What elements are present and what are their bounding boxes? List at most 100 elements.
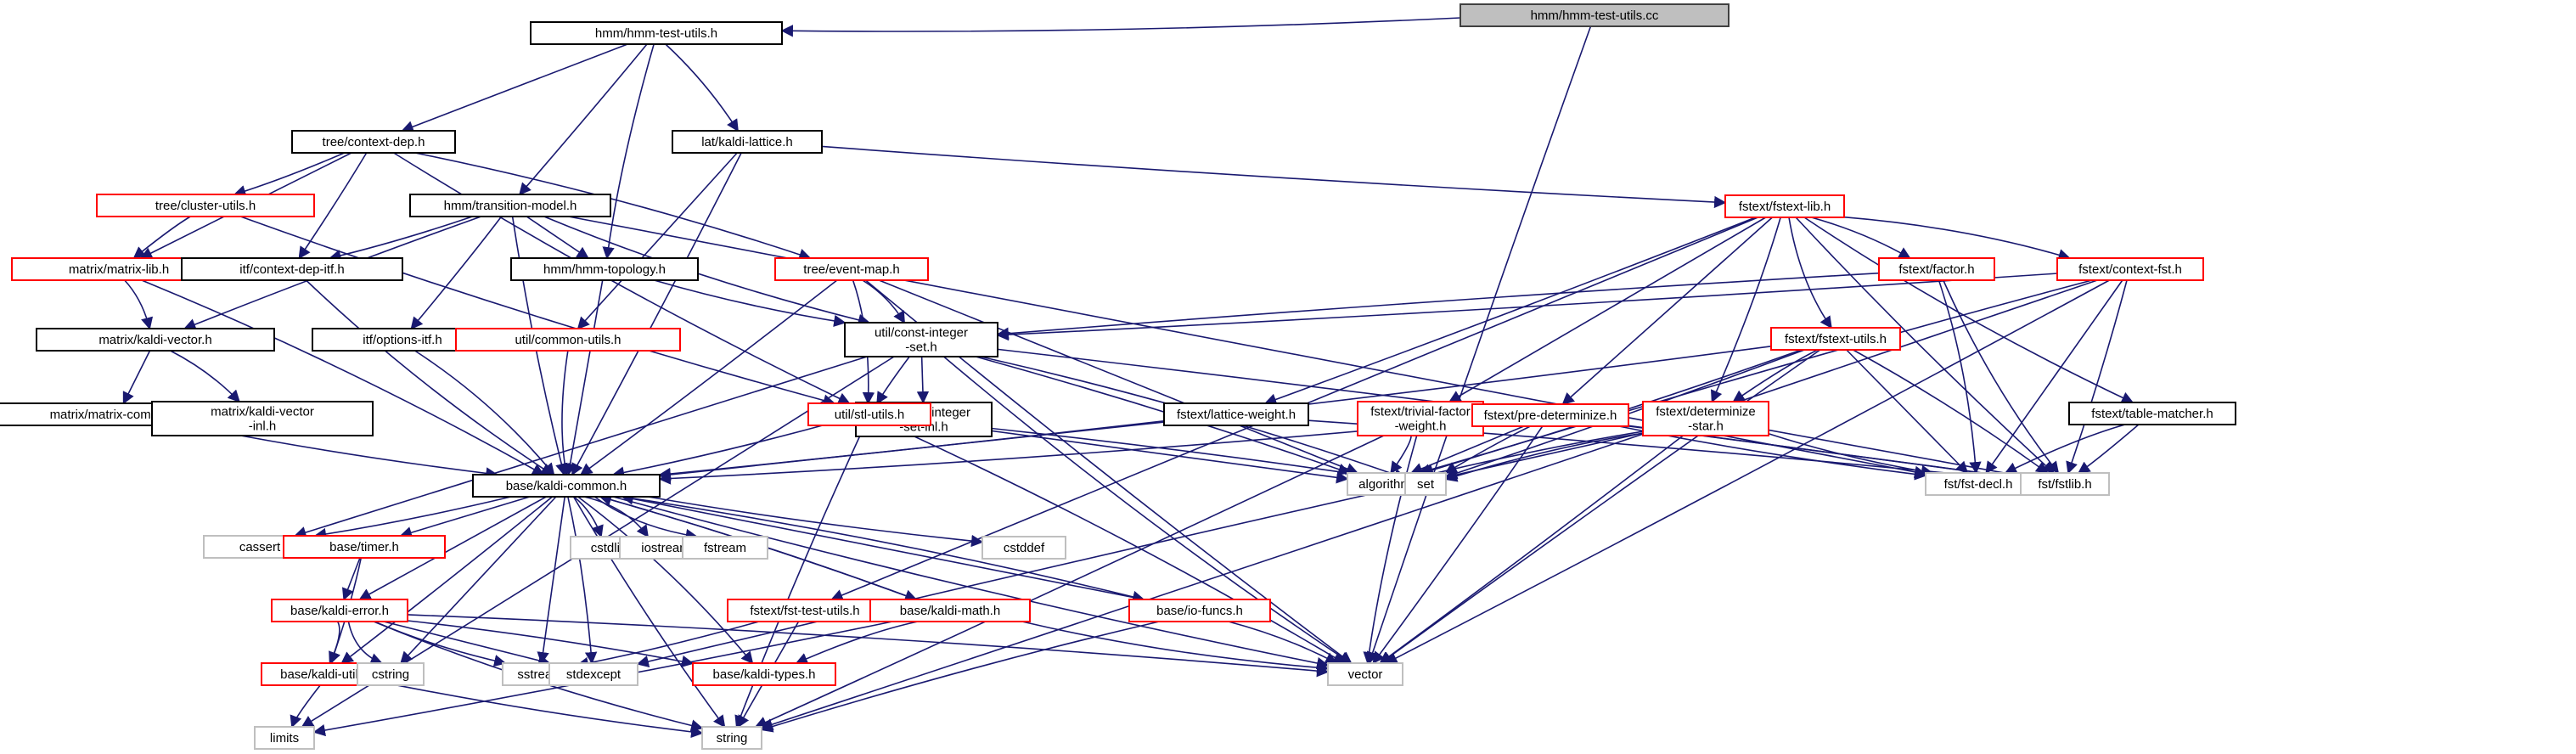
node-limits[interactable]: limits <box>254 726 315 750</box>
node-label: base/io-funcs.h <box>1156 604 1243 618</box>
node-box[interactable] <box>844 322 998 357</box>
edge-lat-kaldi-lattice-to-fstext-fstext-lib <box>821 145 1727 209</box>
edges-layer <box>122 17 2140 739</box>
node-fstext-pre-determinize[interactable]: fstext/pre-determinize.h <box>1471 403 1629 427</box>
node-box[interactable] <box>472 474 661 498</box>
node-box[interactable] <box>672 130 823 154</box>
node-box[interactable] <box>774 257 929 281</box>
node-box[interactable] <box>2056 257 2204 281</box>
node-util-common-utils[interactable]: util/common-utils.h <box>455 328 681 352</box>
edge-base-kaldi-common-to-cstring <box>400 496 557 665</box>
node-fst-fstlib[interactable]: fst/fstlib.h <box>2020 472 2110 496</box>
node-set[interactable]: set <box>1404 472 1447 496</box>
node-cstring[interactable]: cstring <box>357 662 425 686</box>
node-label: util/const-integer <box>875 326 968 340</box>
node-tree-context-dep[interactable]: tree/context-dep.h <box>291 130 456 154</box>
node-box[interactable] <box>271 599 408 622</box>
node-box[interactable] <box>357 662 425 686</box>
node-string[interactable]: string <box>701 726 762 750</box>
node-util-stl-utils[interactable]: util/stl-utils.h <box>807 402 931 426</box>
node-fst-fst-decl[interactable]: fst/fst-decl.h <box>1925 472 2032 496</box>
node-hmm-transition-model[interactable]: hmm/transition-model.h <box>409 194 611 217</box>
node-fstext-factor[interactable]: fstext/factor.h <box>1878 257 1995 281</box>
edge-fstext-context-fst-to-fst-fstlib <box>2066 279 2128 475</box>
edge-base-io-funcs-to-vector <box>1228 621 1338 664</box>
node-tree-cluster-utils[interactable]: tree/cluster-utils.h <box>96 194 315 217</box>
node-lat-kaldi-lattice[interactable]: lat/kaldi-lattice.h <box>672 130 823 154</box>
node-label: tree/event-map.h <box>803 262 899 277</box>
node-hmm-hmm-topology[interactable]: hmm/hmm-topology.h <box>510 257 699 281</box>
edge-base-kaldi-error-to-vector <box>407 614 1330 678</box>
edge-util-const-integer-set-to-util-stl-utils <box>876 356 910 405</box>
node-box[interactable] <box>692 662 836 686</box>
node-label: limits <box>270 731 299 746</box>
node-box[interactable] <box>1878 257 1995 281</box>
node-matrix-kaldi-vector-inl[interactable]: matrix/kaldi-vector-inl.h <box>151 401 374 436</box>
node-box[interactable] <box>510 257 699 281</box>
node-vector[interactable]: vector <box>1327 662 1403 686</box>
node-matrix-kaldi-vector[interactable]: matrix/kaldi-vector.h <box>36 328 275 352</box>
node-box[interactable] <box>548 662 638 686</box>
edge-hmm-hmm-topology-to-base-kaldi-common <box>564 279 604 476</box>
node-box[interactable] <box>283 535 446 559</box>
node-box[interactable] <box>682 536 768 560</box>
edge-base-kaldi-common-to-cassert <box>313 496 512 541</box>
node-box[interactable] <box>291 130 456 154</box>
node-label: hmm/hmm-topology.h <box>543 262 666 277</box>
edge-base-kaldi-utils-to-string <box>393 684 704 739</box>
node-label: fstream <box>704 541 746 555</box>
edge-hmm-hmm-topology-to-util-const-integer-set <box>654 279 846 328</box>
node-box[interactable] <box>1460 3 1730 27</box>
node-fstext-context-fst[interactable]: fstext/context-fst.h <box>2056 257 2204 281</box>
node-fstext-determinize-star[interactable]: fstext/determinize-star.h <box>1642 401 1769 436</box>
node-box[interactable] <box>1724 194 1845 218</box>
node-box[interactable] <box>151 401 374 436</box>
node-fstext-table-matcher[interactable]: fstext/table-matcher.h <box>2068 402 2236 425</box>
node-fstext-fstext-utils[interactable]: fstext/fstext-utils.h <box>1770 327 1901 351</box>
node-box[interactable] <box>1163 402 1309 426</box>
node-base-timer[interactable]: base/timer.h <box>283 535 446 559</box>
node-fstext-trivial-factor-weight[interactable]: fstext/trivial-factor-weight.h <box>1357 401 1484 436</box>
node-tree-event-map[interactable]: tree/event-map.h <box>774 257 929 281</box>
node-box[interactable] <box>181 257 403 281</box>
node-base-kaldi-common[interactable]: base/kaldi-common.h <box>472 474 661 498</box>
node-fstext-fstext-lib[interactable]: fstext/fstext-lib.h <box>1724 194 1845 218</box>
edge-fstext-fstext-utils-to-fstext-determinize-star <box>1732 349 1819 402</box>
node-box[interactable] <box>869 599 1031 622</box>
edge-util-stl-utils-to-string <box>734 425 866 729</box>
node-box[interactable] <box>2020 472 2110 496</box>
node-hmm-test-utils-h[interactable]: hmm/hmm-test-utils.h <box>530 21 783 45</box>
node-label: algorithm <box>1358 477 1411 492</box>
node-box[interactable] <box>1128 599 1271 622</box>
node-box[interactable] <box>807 402 931 426</box>
node-box[interactable] <box>981 536 1066 560</box>
node-box[interactable] <box>701 726 762 750</box>
node-box[interactable] <box>1404 472 1447 496</box>
node-itf-context-dep-itf[interactable]: itf/context-dep-itf.h <box>181 257 403 281</box>
node-box[interactable] <box>530 21 783 45</box>
node-fstext-fst-test-utils[interactable]: fstext/fst-test-utils.h <box>727 599 883 622</box>
edge-fstext-fstext-lib-to-fst-fstlib <box>1795 217 2055 474</box>
node-box[interactable] <box>1471 403 1629 427</box>
node-box[interactable] <box>409 194 611 217</box>
node-stdexcept[interactable]: stdexcept <box>548 662 638 686</box>
node-base-io-funcs[interactable]: base/io-funcs.h <box>1128 599 1271 622</box>
node-cstddef[interactable]: cstddef <box>981 536 1066 560</box>
node-fstext-lattice-weight[interactable]: fstext/lattice-weight.h <box>1163 402 1309 426</box>
node-box[interactable] <box>36 328 275 352</box>
node-box[interactable] <box>1770 327 1901 351</box>
node-box[interactable] <box>1642 401 1769 436</box>
node-util-const-integer-set[interactable]: util/const-integer-set.h <box>844 322 998 357</box>
node-box[interactable] <box>1327 662 1403 686</box>
node-box[interactable] <box>2068 402 2236 425</box>
node-root[interactable]: hmm/hmm-test-utils.cc <box>1460 3 1730 27</box>
node-box[interactable] <box>254 726 315 750</box>
node-box[interactable] <box>1925 472 2032 496</box>
node-fstream[interactable]: fstream <box>682 536 768 560</box>
node-base-kaldi-math[interactable]: base/kaldi-math.h <box>869 599 1031 622</box>
node-box[interactable] <box>455 328 681 352</box>
node-box[interactable] <box>96 194 315 217</box>
node-base-kaldi-types[interactable]: base/kaldi-types.h <box>692 662 836 686</box>
edge-base-kaldi-common-to-stdexcept <box>567 496 598 665</box>
node-base-kaldi-error[interactable]: base/kaldi-error.h <box>271 599 408 622</box>
